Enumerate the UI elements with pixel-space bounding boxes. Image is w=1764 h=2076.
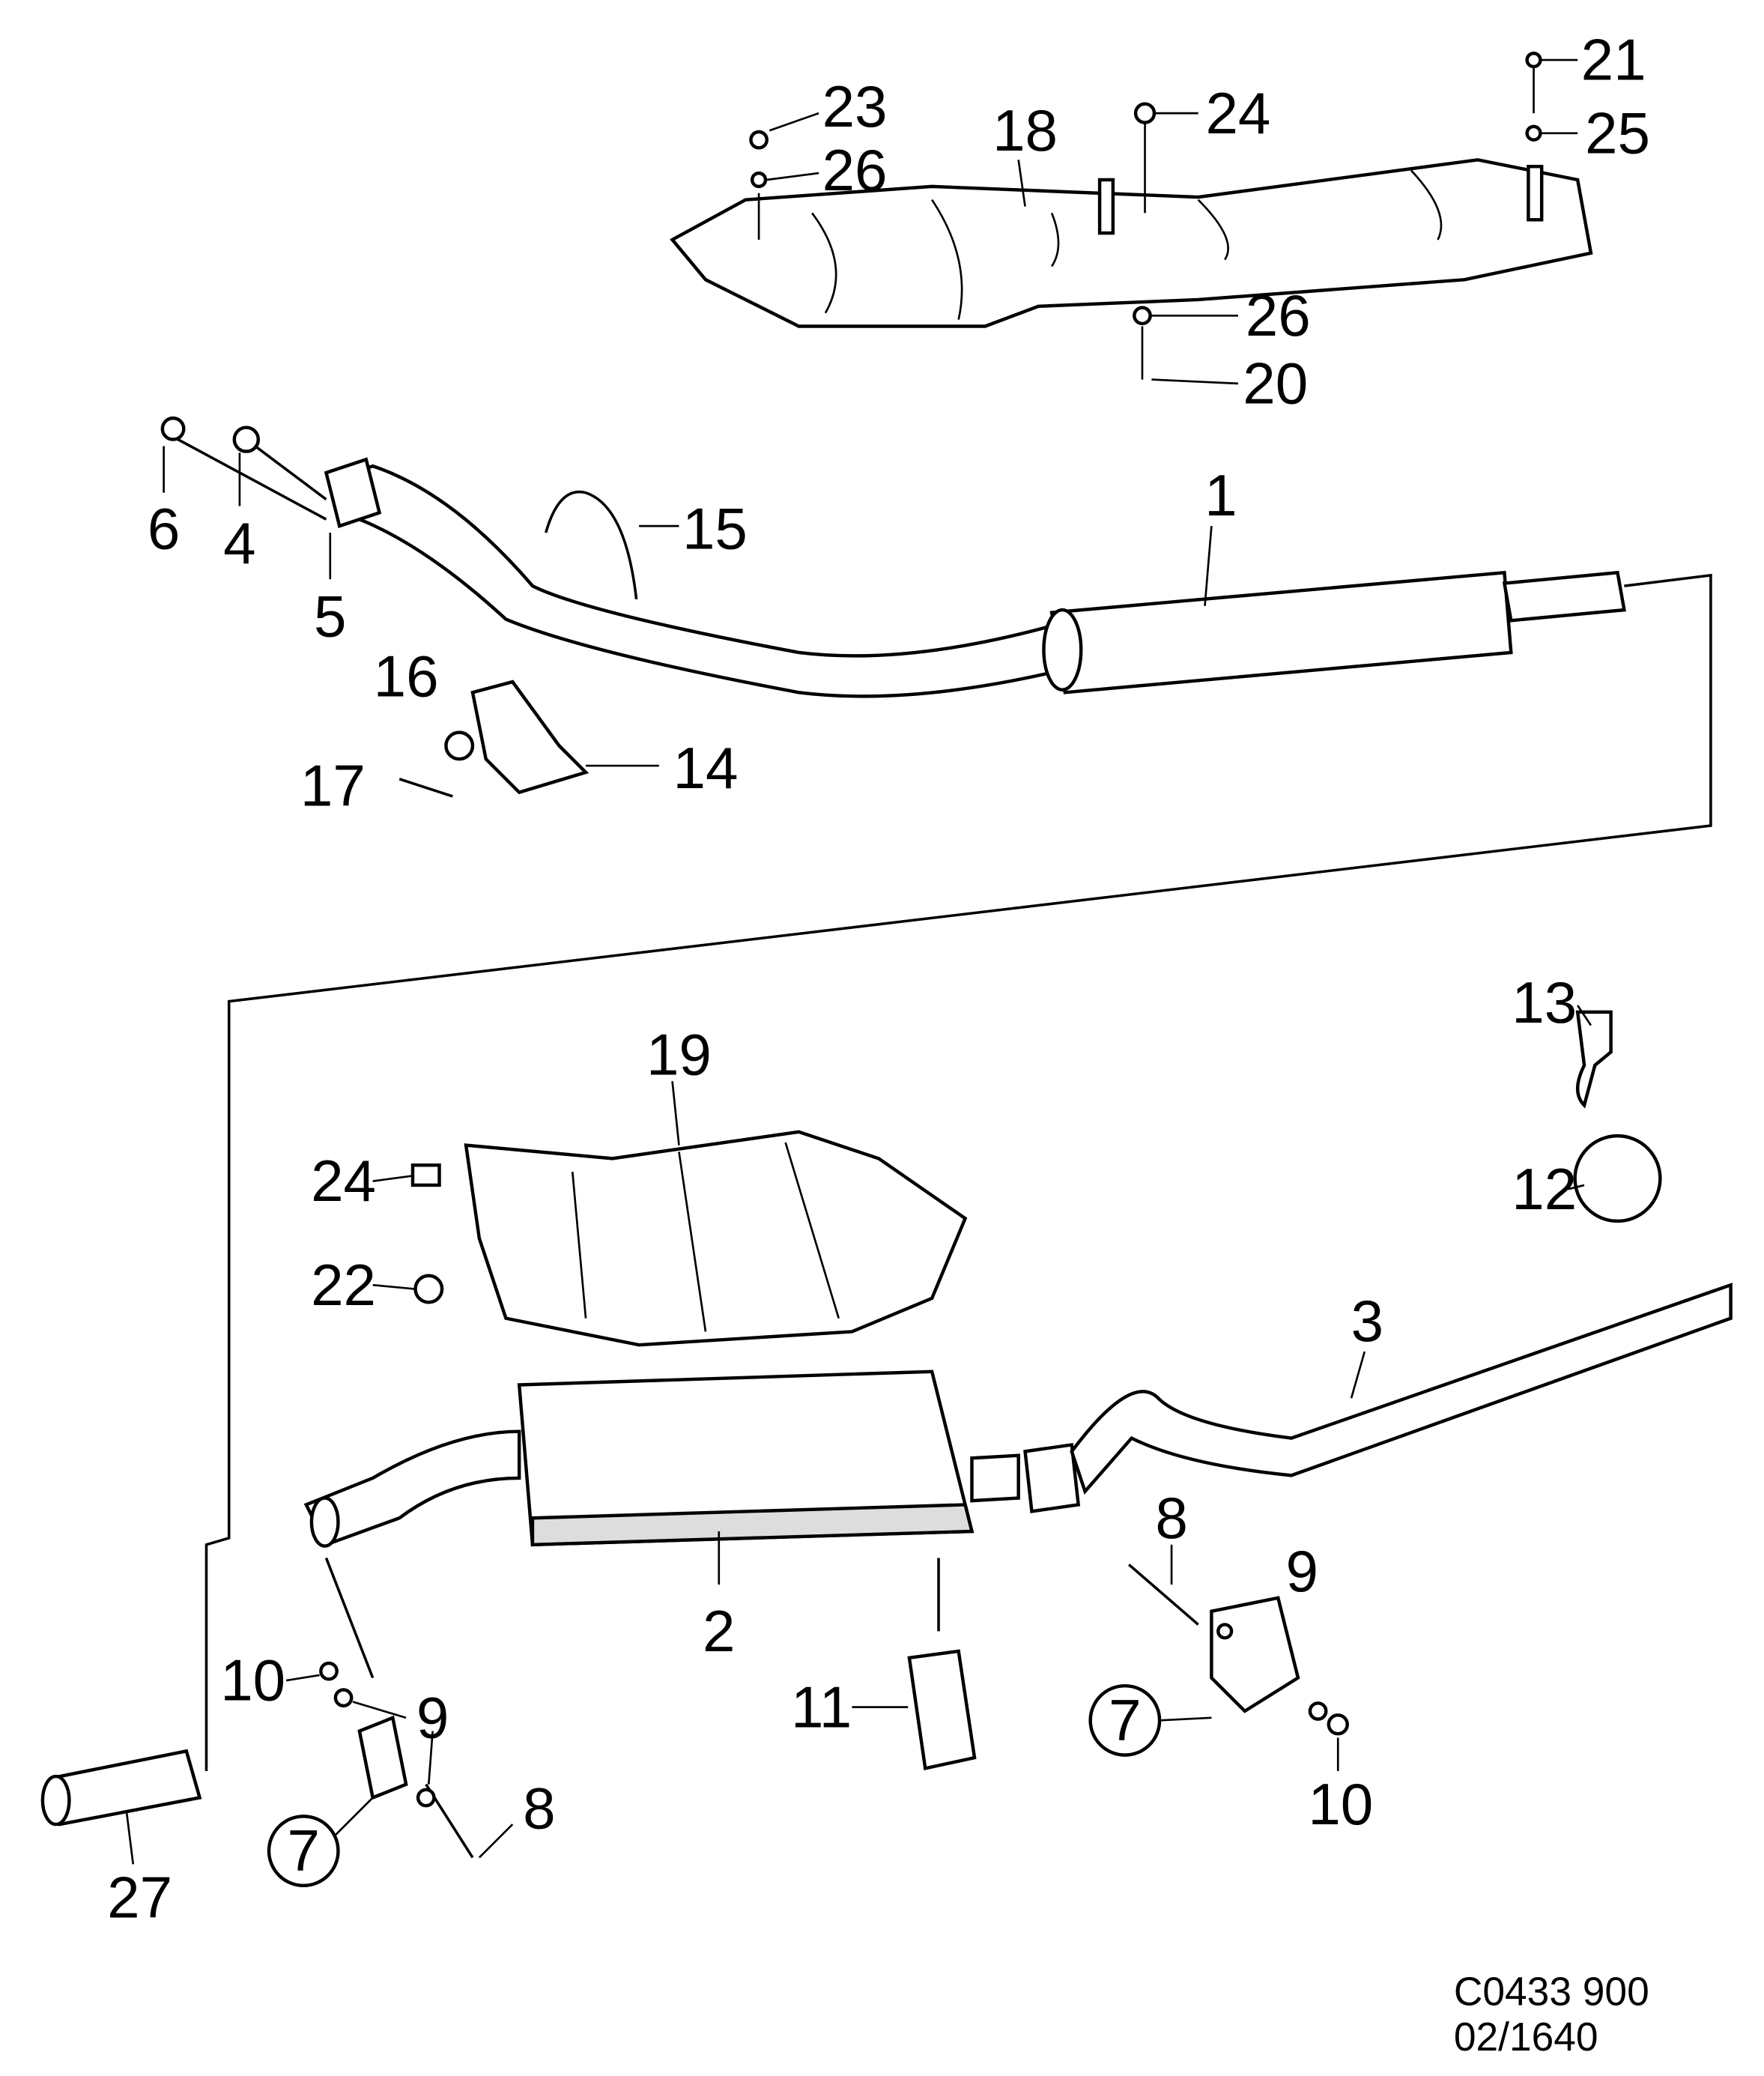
callout-1: 1 bbox=[1204, 462, 1237, 528]
drawing-code: C0433 900 bbox=[1454, 1970, 1649, 2015]
callout-7-circled: 7 bbox=[1109, 1687, 1141, 1753]
callout-5: 5 bbox=[314, 584, 346, 650]
callout-labels: 23 26 18 24 21 25 26 20 6 4 5 15 1 16 14… bbox=[107, 27, 1650, 1931]
callout-13: 13 bbox=[1512, 969, 1577, 1035]
callout-2: 2 bbox=[703, 1598, 735, 1664]
callout-circle bbox=[1088, 1683, 1162, 1757]
part-heat-shield-front bbox=[410, 1130, 968, 1347]
callout-8: 8 bbox=[523, 1775, 555, 1841]
part-front-pipe-muffler bbox=[160, 416, 1712, 1771]
callout-14: 14 bbox=[673, 735, 739, 801]
callout-8: 8 bbox=[1155, 1485, 1187, 1551]
callout-18: 18 bbox=[992, 97, 1058, 163]
callout-9: 9 bbox=[1286, 1538, 1318, 1604]
callout-9: 9 bbox=[416, 1685, 449, 1751]
callout-12: 12 bbox=[1512, 1156, 1577, 1222]
drawing-ref: 02/1640 bbox=[1454, 2015, 1598, 2060]
callout-25: 25 bbox=[1585, 100, 1650, 166]
part-rear-muffler-tailpipe bbox=[40, 1005, 1733, 1865]
callout-17: 17 bbox=[300, 752, 366, 818]
callout-22: 22 bbox=[311, 1252, 376, 1318]
callout-20: 20 bbox=[1243, 351, 1308, 417]
callout-7-circled: 7 bbox=[287, 1818, 319, 1883]
callout-16: 16 bbox=[374, 644, 439, 709]
callout-3: 3 bbox=[1351, 1288, 1383, 1354]
callout-6: 6 bbox=[148, 495, 180, 561]
callout-10: 10 bbox=[220, 1647, 285, 1713]
fasteners-top bbox=[749, 51, 1578, 385]
callout-11: 11 bbox=[791, 1674, 852, 1740]
callout-26: 26 bbox=[1246, 282, 1311, 348]
callout-27: 27 bbox=[107, 1864, 172, 1930]
callout-23: 23 bbox=[822, 73, 888, 139]
part-heat-shield-rear bbox=[670, 158, 1593, 328]
callout-24: 24 bbox=[1205, 80, 1270, 146]
callout-15: 15 bbox=[682, 495, 748, 561]
callout-26: 26 bbox=[822, 137, 888, 203]
callout-24: 24 bbox=[311, 1148, 376, 1214]
callout-10: 10 bbox=[1308, 1771, 1373, 1837]
callout-4: 4 bbox=[223, 510, 255, 576]
callout-circle bbox=[267, 1815, 340, 1888]
callout-19: 19 bbox=[646, 1021, 712, 1087]
callout-21: 21 bbox=[1581, 27, 1646, 93]
